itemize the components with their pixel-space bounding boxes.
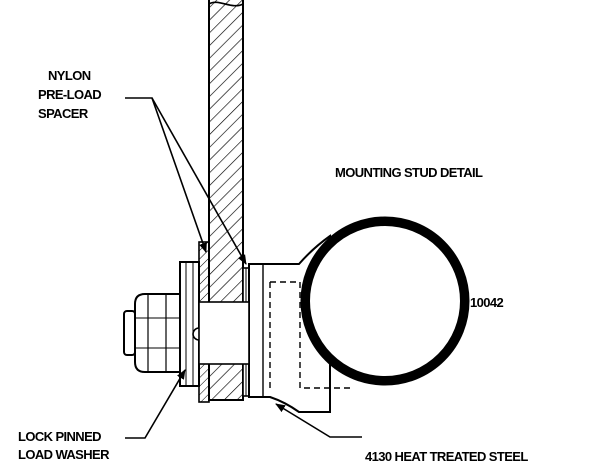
leader-lines: [125, 97, 362, 439]
hex-nut: [123, 293, 181, 373]
label-part-number: 10042: [470, 295, 504, 310]
label-title: MOUNTING STUD DETAIL: [335, 165, 483, 180]
mounting-stud: [198, 301, 250, 365]
label-washer-line2: LOAD WASHER: [18, 447, 110, 462]
label-steel: 4130 HEAT TREATED STEEL: [365, 449, 528, 464]
label-spacer-line1: NYLON: [48, 68, 91, 83]
steel-tube: [300, 216, 470, 386]
load-washer: [179, 261, 206, 387]
label-spacer-line2: PRE-LOAD: [38, 87, 101, 102]
label-spacer-line3: SPACER: [38, 106, 89, 121]
label-washer-line1: LOCK PINNED: [18, 429, 101, 444]
